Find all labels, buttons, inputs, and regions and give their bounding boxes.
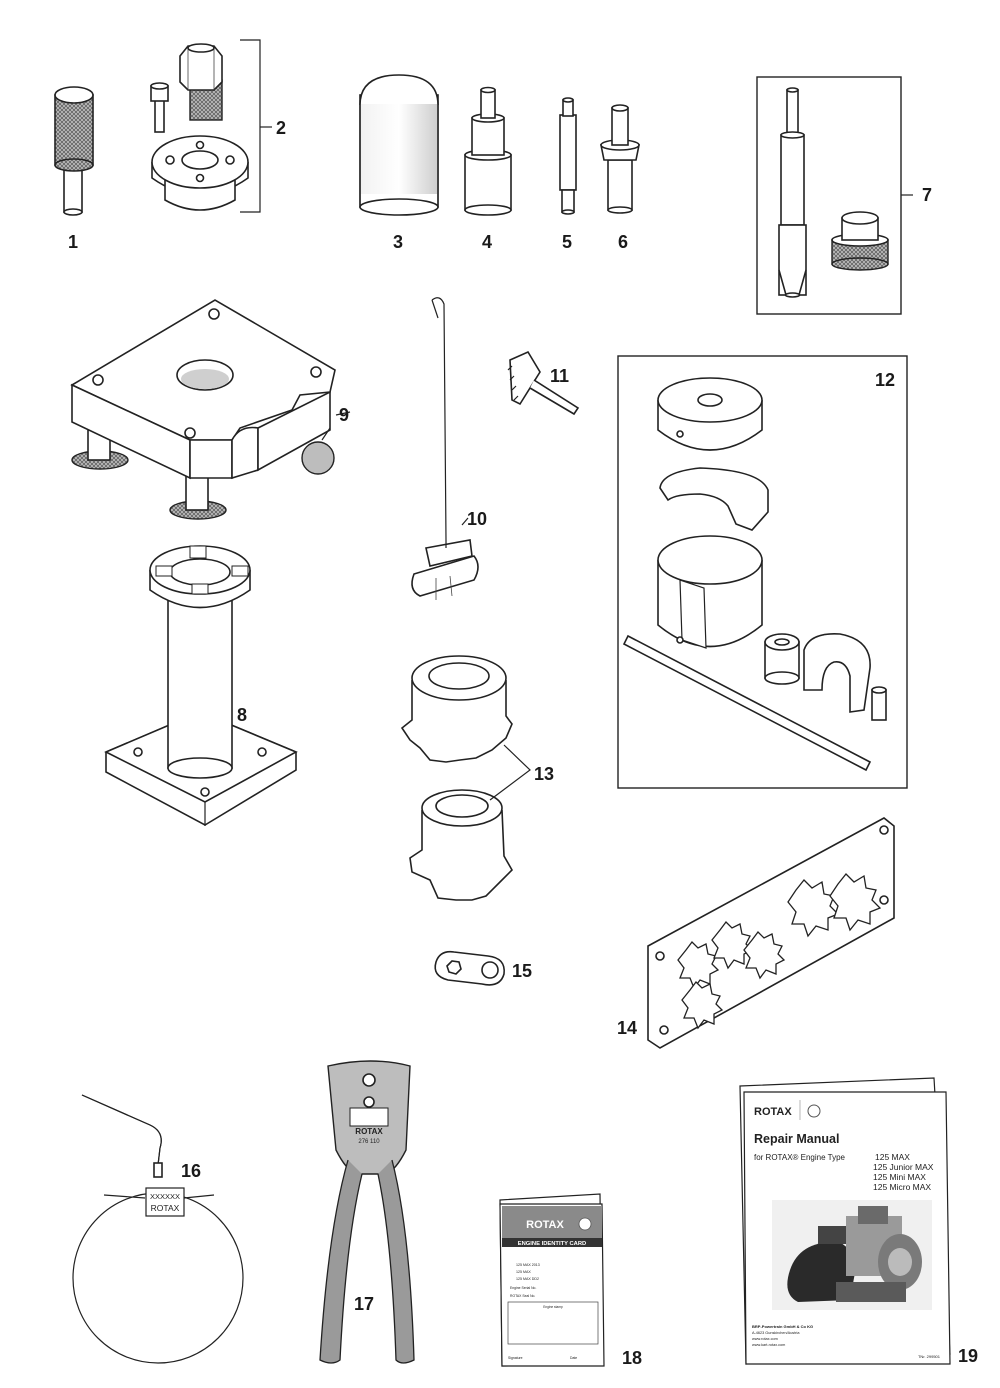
callout-11: 11 (550, 366, 569, 386)
tool-4-stepped-drift (464, 86, 512, 216)
card-line-2: 125 MAX (516, 1270, 531, 1274)
callout-6: 6 (618, 232, 628, 252)
callout-14: 14 (617, 1018, 637, 1038)
pliers-part-number: 276 110 (358, 1139, 380, 1145)
tool-1-crankshaft-locking-pin (54, 86, 94, 216)
callout-1: 1 (68, 232, 78, 252)
callout-17: 17 (354, 1294, 374, 1314)
card-brand: ROTAX (526, 1219, 564, 1231)
manual-web-1: www.rotax.com (752, 1337, 778, 1341)
tool-14-gear-gauge-plate (647, 817, 895, 1049)
seal-tag-brand: ROTAX (151, 1203, 180, 1213)
tool-18-engine-identity-card: ROTAX ENGINE IDENTITY CARD 125 MAX 2013 … (499, 1193, 605, 1367)
manual-type-3: 125 Mini MAX (873, 1172, 926, 1182)
manual-type-1: 125 MAX (875, 1152, 910, 1162)
tool-2-puller-set (150, 39, 272, 213)
manual-part-number: TNr. 299501 (918, 1354, 941, 1359)
callout-19: 19 (958, 1346, 978, 1366)
callout-15: 15 (512, 961, 532, 981)
callout-labels: 1 2 3 4 5 6 7 8 9 10 11 12 13 14 15 16 1… (68, 118, 978, 1368)
seal-tag-serial: XXXXXX (150, 1192, 180, 1201)
tool-10-t-handle-hook (411, 297, 479, 600)
callout-5: 5 (562, 232, 572, 252)
callout-2: 2 (276, 118, 286, 138)
card-signature-label: Signature (508, 1356, 523, 1360)
tool-6-collared-pin (600, 104, 640, 214)
tool-11-small-gear-tool (507, 350, 580, 416)
callout-10: 10 (467, 509, 487, 529)
tool-8-engine-stand (104, 545, 298, 826)
manual-web-2: www.kart-rotax.com (752, 1343, 785, 1347)
callout-12: 12 (875, 370, 895, 390)
callout-16: 16 (181, 1161, 201, 1181)
tool-16-seal-wire-and-tag: XXXXXX ROTAX (72, 1094, 244, 1364)
tool-13-castellated-sockets (400, 655, 531, 901)
tool-15-small-wrench (434, 950, 505, 986)
tool-9-engine-fixture-plate (70, 299, 351, 520)
card-line-3: 125 MAX DD2 (516, 1277, 539, 1281)
tool-3-sleeve (359, 74, 439, 216)
manual-subtitle: for ROTAX® Engine Type (754, 1153, 846, 1162)
card-stamp-label: Engine stamp (543, 1305, 563, 1309)
tool-17-sealing-pliers: ROTAX 276 110 (319, 1060, 415, 1364)
card-date-label: Date (570, 1356, 577, 1360)
manual-type-2: 125 Junior MAX (873, 1162, 934, 1172)
card-line-1: 125 MAX 2013 (516, 1263, 540, 1267)
card-serial-label: Engine Serial No. (510, 1286, 536, 1290)
pliers-brand: ROTAX (355, 1127, 383, 1136)
tool-19-repair-manual: ROTAX Repair Manual for ROTAX® Engine Ty… (739, 1077, 951, 1365)
manual-brand: ROTAX (754, 1106, 792, 1118)
manual-title: Repair Manual (754, 1132, 839, 1146)
callout-4: 4 (482, 232, 492, 252)
tool-12-assembly-kit (617, 355, 908, 789)
tool-7-press-tool-set (756, 76, 913, 315)
callout-9: 9 (339, 405, 349, 425)
manual-engine-photo (772, 1200, 932, 1310)
card-seal-label: ROTAX Seal No. (510, 1294, 535, 1298)
callout-3: 3 (393, 232, 403, 252)
tool-5-pin (559, 97, 577, 215)
callout-18: 18 (622, 1348, 642, 1368)
card-title: ENGINE IDENTITY CARD (518, 1241, 587, 1247)
manual-publisher: BRP-Powertrain GmbH & Co KG (752, 1324, 813, 1329)
callout-8: 8 (237, 705, 247, 725)
callout-13: 13 (534, 764, 554, 784)
callout-7: 7 (922, 185, 932, 205)
manual-address: A-4623 Gunskirchen/Austria (752, 1331, 800, 1335)
manual-type-4: 125 Micro MAX (873, 1182, 931, 1192)
